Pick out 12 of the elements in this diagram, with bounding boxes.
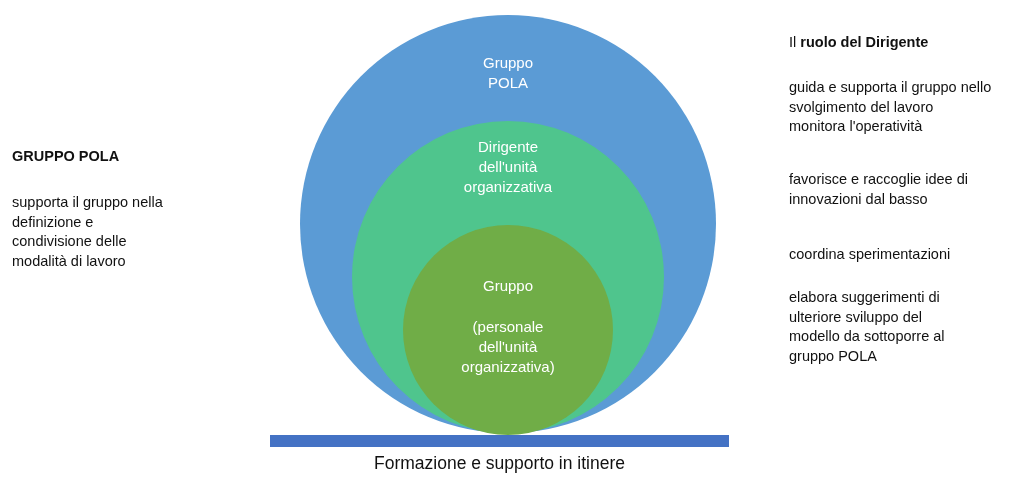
text-label: supporta il gruppo nella definizione e condivisione delle modalità di lavoro (12, 193, 164, 271)
text-label: coordina sperimentazioni (789, 245, 952, 264)
text-label: monitora l'operatività (789, 117, 924, 136)
text-label: favorisce e raccoglie idee di innovazioni dal basso (789, 170, 969, 209)
text-label: Il ruolo del Dirigente (789, 33, 930, 52)
text-label: GRUPPO POLA (12, 147, 121, 166)
text-label: elabora suggerimenti di ulteriore sviluppo del modello da sottoporre al gruppo POLA (789, 288, 946, 366)
circle-label: Gruppo (481, 276, 534, 296)
circle-label: Dirigente dell'unità organizzativa (462, 137, 554, 197)
circle-label: Gruppo POLA (481, 53, 534, 93)
circle-label: (personale dell'unità organizzativa) (460, 317, 556, 377)
bar-caption: Formazione e supporto in itinere (374, 453, 625, 474)
